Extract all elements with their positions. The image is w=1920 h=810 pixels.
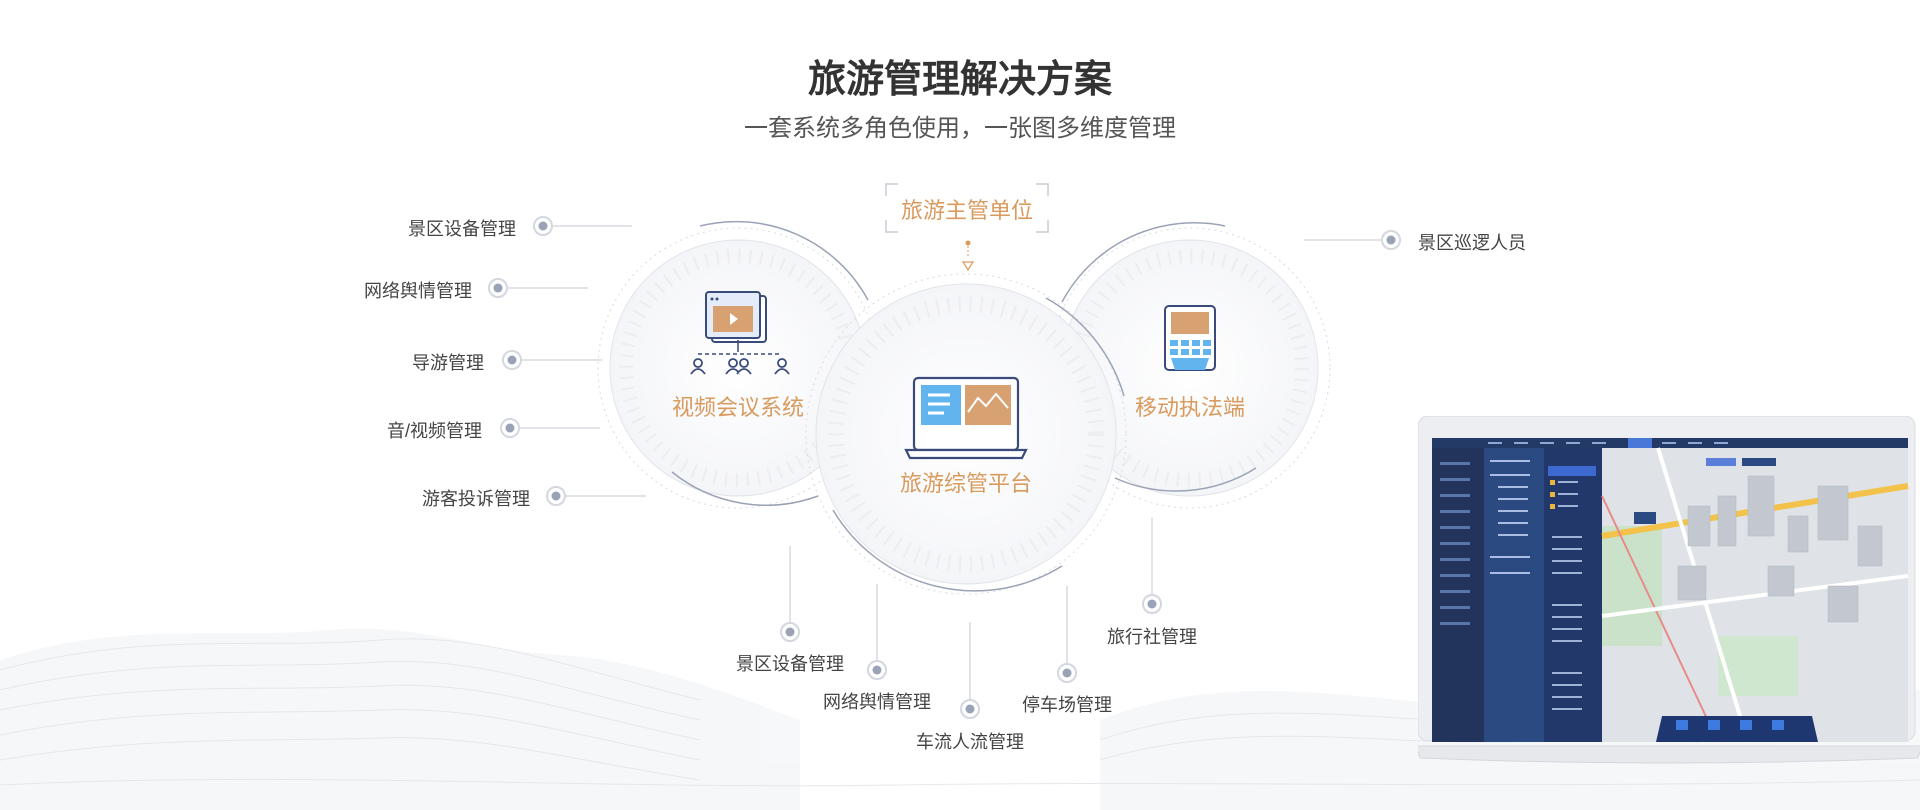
center-node-label: 旅游综管平台 xyxy=(886,466,1046,498)
laptop-mockup xyxy=(1418,416,1920,768)
left-connector-dots xyxy=(489,217,565,505)
top-node-connector xyxy=(963,241,973,271)
top-node-label: 旅游主管单位 xyxy=(886,193,1048,225)
left-node-label: 视频会议系统 xyxy=(658,390,818,422)
mobile-device-icon xyxy=(1165,306,1215,370)
right-label-1: 景区巡逻人员 xyxy=(1418,229,1526,255)
left-label-2: 网络舆情管理 xyxy=(364,277,472,303)
left-label-3: 导游管理 xyxy=(412,349,484,375)
left-label-5: 游客投诉管理 xyxy=(422,485,530,511)
left-label-4: 音/视频管理 xyxy=(387,417,482,443)
platform-laptop-icon xyxy=(906,378,1026,458)
bottom-label-3: 车流人流管理 xyxy=(913,728,1027,754)
bottom-label-1: 景区设备管理 xyxy=(733,650,847,676)
bottom-label-2: 网络舆情管理 xyxy=(820,688,934,714)
right-node-label: 移动执法端 xyxy=(1110,390,1270,422)
bottom-label-5: 旅行社管理 xyxy=(1095,623,1209,649)
left-label-1: 景区设备管理 xyxy=(408,215,516,241)
bottom-label-4: 停车场管理 xyxy=(1010,691,1124,717)
